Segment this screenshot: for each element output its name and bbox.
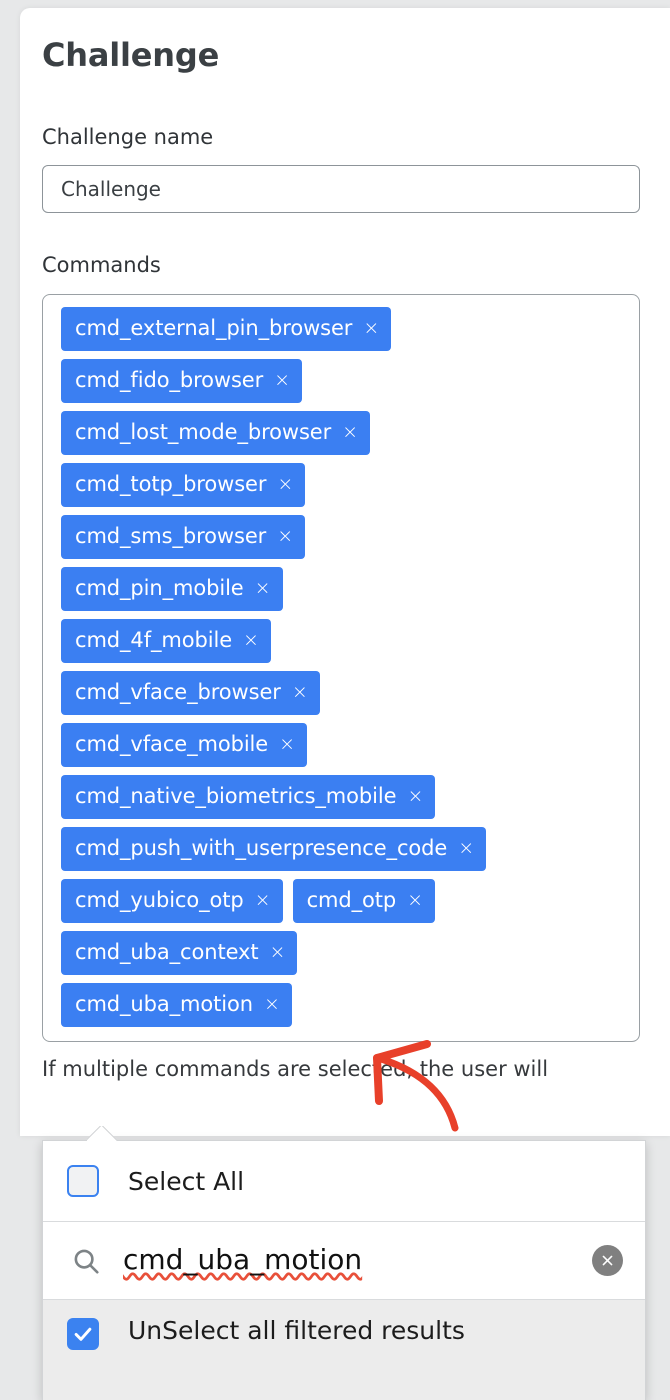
command-chip-label: cmd_uba_motion [75, 991, 253, 1016]
chip-row: cmd_vface_browser × [61, 670, 629, 715]
command-chip[interactable]: cmd_4f_mobile × [61, 618, 271, 663]
page-title: Challenge [42, 36, 220, 74]
command-chip[interactable]: cmd_lost_mode_browser × [61, 410, 371, 455]
command-chip[interactable]: cmd_external_pin_browser × [61, 306, 392, 351]
chip-row: cmd_pin_mobile × [61, 566, 629, 611]
command-chip-label: cmd_otp [306, 887, 397, 912]
command-chip-label: cmd_yubico_otp [75, 887, 244, 912]
check-icon [74, 1327, 92, 1341]
command-chip-label: cmd_totp_browser [75, 471, 267, 496]
chip-row: cmd_yubico_otp × cmd_otp × [61, 878, 629, 923]
command-chip[interactable]: cmd_sms_browser × [61, 514, 306, 559]
command-chip-label: cmd_pin_mobile [75, 575, 244, 600]
command-chip[interactable]: cmd_uba_motion × [61, 982, 292, 1027]
commands-multiselect-box[interactable]: cmd_external_pin_browser×cmd_fido_browse… [42, 293, 640, 1042]
dropdown-caret-icon [87, 1126, 117, 1142]
chip-row: cmd_lost_mode_browser × [61, 410, 629, 455]
chip-row: cmd_fido_browser × [61, 358, 629, 403]
chip-remove-icon[interactable]: × [407, 784, 424, 807]
challenge-name-input[interactable] [42, 165, 640, 214]
command-chip[interactable]: cmd_push_with_userpresence_code × [61, 826, 487, 871]
chip-row: cmd_totp_browser × [61, 462, 629, 507]
command-chip-label: cmd_fido_browser [75, 367, 264, 392]
select-all-label: Select All [128, 1166, 245, 1196]
unselect-filtered-checkbox[interactable] [67, 1318, 99, 1350]
command-chip-label: cmd_push_with_userpresence_code [75, 835, 448, 860]
chip-remove-icon[interactable]: × [254, 576, 271, 599]
command-chip-label: cmd_external_pin_browser [75, 315, 353, 340]
chip-remove-icon[interactable]: × [254, 888, 271, 911]
challenge-form-card: Challenge Challenge name Commands cmd_ex… [20, 8, 670, 1136]
chip-remove-icon[interactable]: × [458, 836, 475, 859]
chip-remove-icon[interactable]: × [269, 940, 286, 963]
command-chip-label: cmd_sms_browser [75, 523, 267, 548]
command-chip[interactable]: cmd_vface_browser × [61, 670, 320, 715]
chip-row: cmd_uba_motion × [61, 982, 629, 1027]
chip-row: cmd_native_biometrics_mobile × [61, 774, 629, 819]
command-chip-label: cmd_native_biometrics_mobile [75, 783, 397, 808]
chip-row: cmd_vface_mobile × [61, 722, 629, 767]
command-chip-label: cmd_4f_mobile [75, 627, 233, 652]
search-icon [71, 1246, 101, 1276]
search-input[interactable]: cmd_uba_motion [123, 1243, 363, 1277]
chip-remove-icon[interactable]: × [243, 628, 259, 651]
chip-remove-icon[interactable]: × [363, 316, 380, 339]
dropdown-row-unselect-filtered[interactable]: UnSelect all filtered results [43, 1300, 645, 1400]
command-chip[interactable]: cmd_pin_mobile × [61, 566, 283, 611]
command-chip-label: cmd_vface_mobile [75, 731, 269, 756]
challenge-name-label: Challenge name [42, 125, 214, 150]
dropdown-row-search[interactable]: cmd_uba_motion [43, 1222, 645, 1300]
command-chip-label: cmd_vface_browser [75, 679, 281, 704]
command-chip[interactable]: cmd_otp × [292, 878, 436, 923]
command-chip-label: cmd_uba_context [75, 939, 259, 964]
command-chip[interactable]: cmd_native_biometrics_mobile × [61, 774, 436, 819]
command-chip[interactable]: cmd_uba_context × [61, 930, 298, 975]
chip-row: cmd_external_pin_browser × [61, 306, 629, 351]
clear-search-icon[interactable] [592, 1245, 623, 1276]
unselect-filtered-label: UnSelect all filtered results [128, 1316, 465, 1345]
chip-remove-icon[interactable]: × [274, 368, 291, 391]
chip-row: cmd_sms_browser × [61, 514, 629, 559]
commands-dropdown-popover: Select All cmd_uba_motion UnSelect all f… [42, 1140, 646, 1400]
command-chip[interactable]: cmd_vface_mobile × [61, 722, 308, 767]
command-chip-label: cmd_lost_mode_browser [75, 419, 332, 444]
chip-row: cmd_4f_mobile × [61, 618, 629, 663]
chip-remove-icon[interactable]: × [277, 524, 294, 547]
search-input-wrapper[interactable]: cmd_uba_motion [123, 1244, 592, 1276]
commands-helper-text: If multiple commands are selected, the u… [42, 1056, 549, 1081]
chip-remove-icon[interactable]: × [277, 472, 294, 495]
chip-remove-icon[interactable]: × [342, 420, 359, 443]
command-chip[interactable]: cmd_yubico_otp × [61, 878, 283, 923]
command-chip[interactable]: cmd_totp_browser × [61, 462, 306, 507]
select-all-checkbox[interactable] [67, 1165, 99, 1197]
chip-remove-icon[interactable]: × [291, 680, 308, 703]
chip-row: cmd_push_with_userpresence_code × [61, 826, 629, 871]
commands-label: Commands [42, 253, 161, 278]
dropdown-row-select-all[interactable]: Select All [43, 1141, 645, 1222]
chip-remove-icon[interactable]: × [263, 992, 280, 1015]
chip-row: cmd_uba_context × [61, 930, 629, 975]
chip-remove-icon[interactable]: × [279, 732, 296, 755]
chip-remove-icon[interactable]: × [407, 888, 424, 911]
command-chip[interactable]: cmd_fido_browser × [61, 358, 303, 403]
